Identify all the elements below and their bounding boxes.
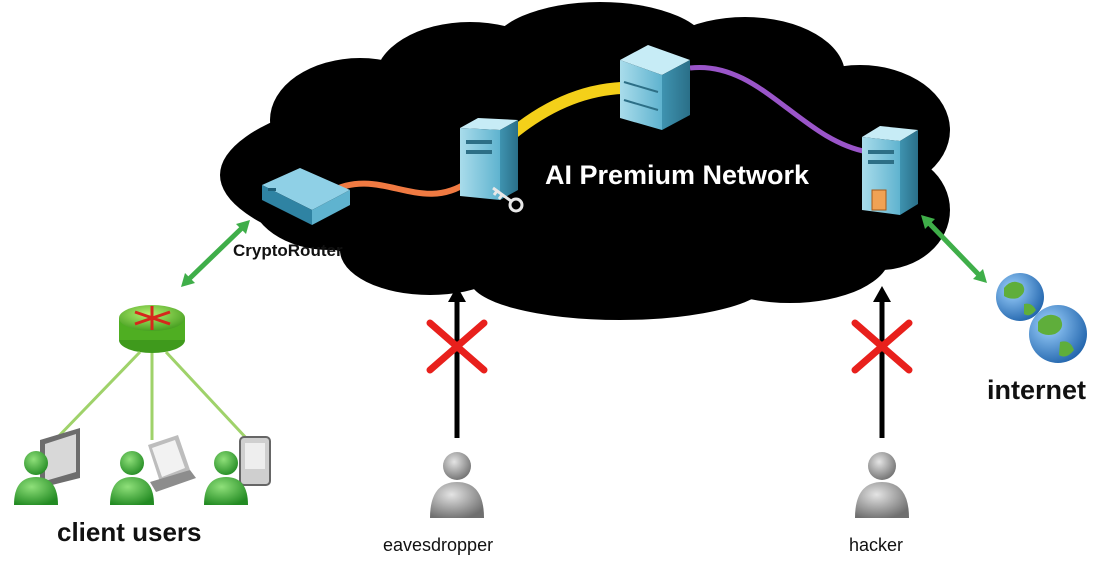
cable-purple [689, 64, 869, 155]
router-icon [119, 305, 185, 353]
storage-server-icon [620, 45, 690, 130]
eavesdropper-label: eavesdropper [383, 535, 494, 555]
hacker-attack-arrow [873, 286, 891, 438]
eavesdropper-user-icon [430, 452, 484, 518]
internet-link-arrow [921, 215, 987, 283]
key-server-icon [460, 118, 524, 213]
router-link-arrow [181, 220, 250, 287]
network-title: AI Premium Network [545, 160, 810, 190]
client-user-laptop [110, 435, 196, 505]
user-icon [110, 451, 154, 505]
eavesdropper-attack-arrow [448, 286, 466, 438]
blocked-x-icon [851, 319, 913, 374]
monitor-icon [40, 428, 80, 488]
client-user-phone [204, 436, 271, 505]
laptop-icon [148, 435, 196, 492]
cable-orange [328, 179, 470, 197]
crypto-router-icon [262, 168, 350, 225]
phone-icon [239, 436, 271, 486]
blocked-x-icon [426, 319, 488, 374]
globe-icon [996, 273, 1044, 321]
client-users-label: client users [57, 517, 202, 547]
hacker-label: hacker [849, 535, 904, 555]
client-user-desktop [14, 428, 80, 505]
firewall-server-icon [862, 126, 918, 215]
user-icon [14, 451, 58, 505]
user-icon [204, 451, 248, 505]
client-links [53, 350, 250, 442]
internet-label: internet [987, 375, 1087, 405]
key-icon [492, 186, 524, 213]
globe-icon [1029, 305, 1087, 363]
hacker-user-icon [855, 452, 909, 518]
crypto-router-label: CryptoRouter [233, 241, 343, 260]
